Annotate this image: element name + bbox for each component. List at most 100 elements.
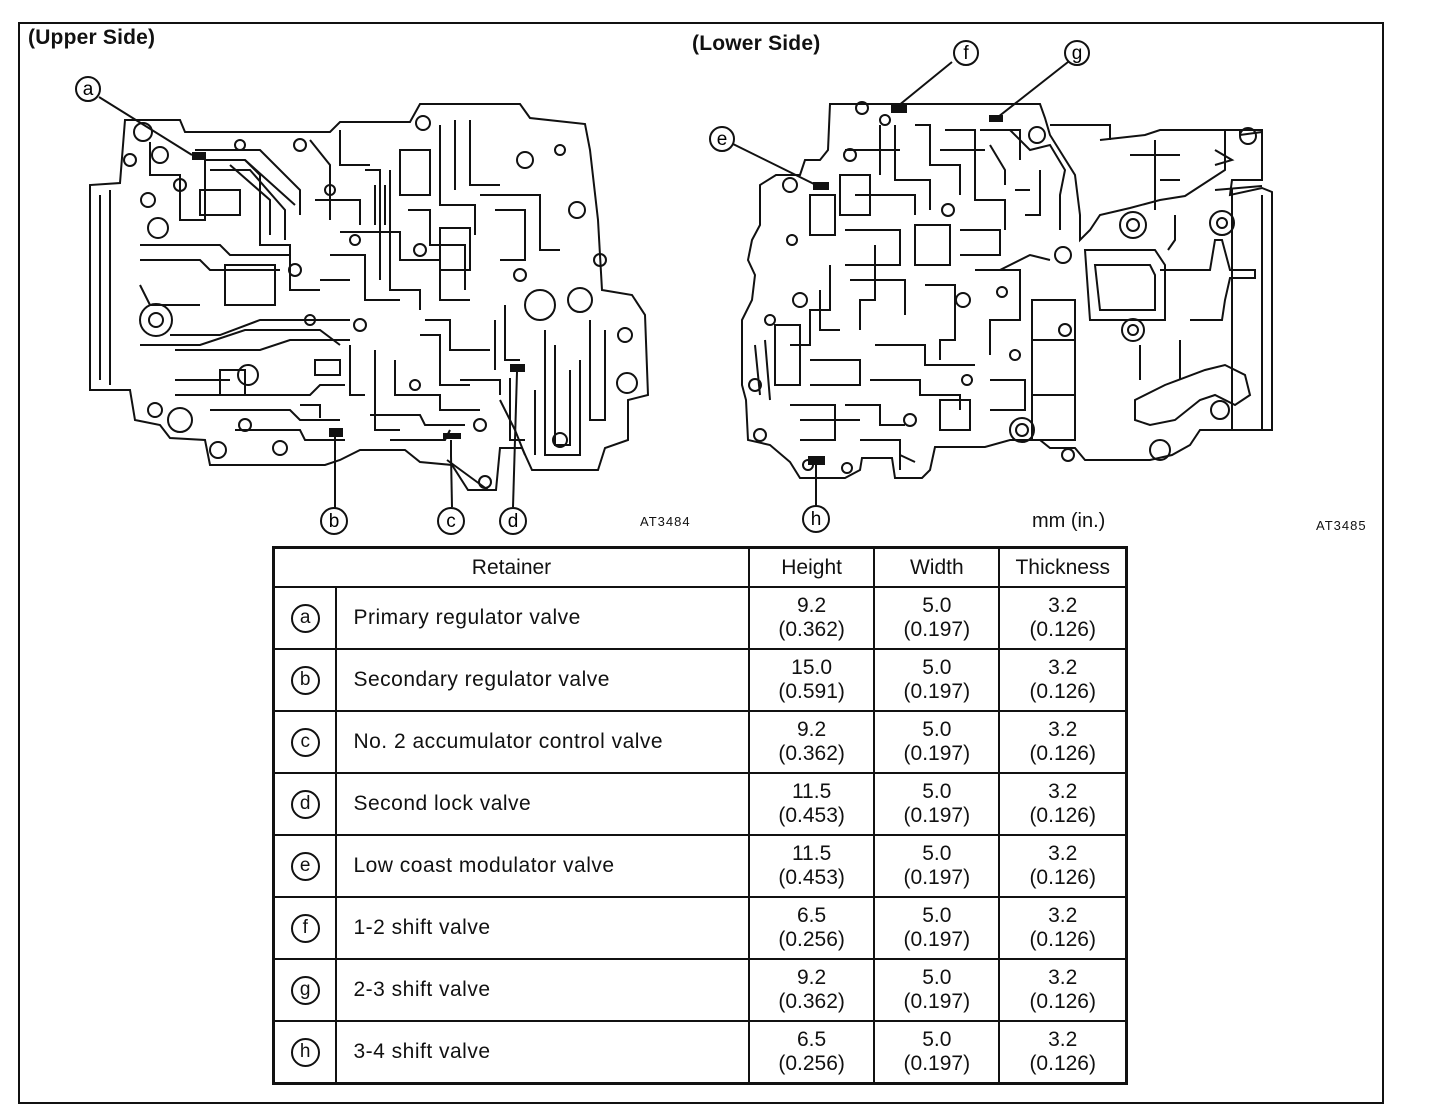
width-cell: 5.0(0.197) [873, 648, 1001, 712]
retainer-letter-cell: e [272, 834, 338, 898]
thickness-mm-value: 3.2 [1048, 842, 1078, 865]
retainer-letter-badge: e [290, 851, 320, 881]
height-mm-value: 15.0 [791, 656, 833, 679]
svg-text:a: a [83, 79, 94, 100]
thickness-in-value: (0.126) [1029, 990, 1096, 1013]
height-in-value: (0.256) [778, 1052, 845, 1075]
retainer-letter-badge: h [290, 1037, 320, 1067]
height-cell: 9.2(0.362) [747, 710, 876, 774]
retainer-name: Second lock valve [335, 772, 750, 836]
width-cell: 5.0(0.197) [873, 896, 1001, 960]
retainer-name: Secondary regulator valve [335, 648, 750, 712]
thickness-mm-value: 3.2 [1048, 1028, 1078, 1051]
thickness-mm-value: 3.2 [1048, 718, 1078, 741]
header-height: Height [747, 546, 876, 588]
svg-text:b: b [329, 511, 340, 532]
thickness-cell: 3.2(0.126) [998, 772, 1128, 836]
retainer-letter-cell: b [272, 648, 338, 712]
height-in-value: (0.362) [778, 742, 845, 765]
height-in-value: (0.362) [778, 618, 845, 641]
height-cell: 6.5(0.256) [747, 1020, 876, 1085]
svg-text:f: f [963, 43, 969, 64]
width-mm-value: 5.0 [922, 1028, 952, 1051]
height-mm-value: 9.2 [797, 718, 827, 741]
width-mm-value: 5.0 [922, 966, 952, 989]
width-in-value: (0.197) [903, 618, 971, 641]
retainer-letter-badge: d [290, 789, 320, 819]
svg-text:c: c [446, 511, 456, 532]
height-mm-value: 11.5 [791, 842, 832, 865]
thickness-cell: 3.2(0.126) [998, 586, 1128, 650]
width-in-value: (0.197) [903, 866, 971, 889]
svg-text:d: d [508, 511, 519, 532]
thickness-mm-value: 3.2 [1048, 966, 1078, 989]
width-cell: 5.0(0.197) [873, 958, 1001, 1022]
thickness-mm-value: 3.2 [1048, 594, 1078, 617]
retainer-name: 3-4 shift valve [335, 1020, 750, 1085]
thickness-in-value: (0.126) [1029, 680, 1096, 703]
retainer-letter-cell: c [272, 710, 338, 774]
header-retainer: Retainer [272, 546, 750, 588]
thickness-cell: 3.2(0.126) [998, 648, 1128, 712]
height-mm-value: 9.2 [797, 966, 827, 989]
height-mm-value: 6.5 [797, 1028, 827, 1051]
svg-text:g: g [1072, 43, 1083, 64]
lower-side-label: (Lower Side) [692, 32, 821, 55]
header-thickness: Thickness [998, 546, 1128, 588]
retainer-letter-cell: f [272, 896, 338, 960]
callout-a: a [75, 76, 101, 102]
callout-b: b [320, 507, 348, 535]
valve-body-illustration: a b c d e f g h [75, 40, 1273, 535]
thickness-in-value: (0.126) [1029, 804, 1096, 827]
width-cell: 5.0(0.197) [873, 834, 1001, 898]
retainer-letter-cell: a [272, 586, 338, 650]
callout-c: c [437, 507, 465, 535]
thickness-mm-value: 3.2 [1048, 780, 1078, 803]
width-mm-value: 5.0 [922, 842, 952, 865]
width-in-value: (0.197) [903, 804, 971, 827]
retainer-letter-cell: d [272, 772, 338, 836]
retainer-name: No. 2 accumulator control valve [335, 710, 750, 774]
width-mm-value: 5.0 [922, 594, 952, 617]
width-mm-value: 5.0 [922, 904, 952, 927]
retainer-name: 1-2 shift valve [335, 896, 750, 960]
width-mm-value: 5.0 [922, 656, 952, 679]
upper-side-label: (Upper Side) [28, 26, 156, 49]
width-mm-value: 5.0 [922, 780, 952, 803]
height-cell: 9.2(0.362) [747, 958, 876, 1022]
thickness-in-value: (0.126) [1029, 1052, 1096, 1075]
height-in-value: (0.591) [778, 680, 845, 703]
header-width: Width [873, 546, 1001, 588]
width-in-value: (0.197) [903, 742, 971, 765]
width-in-value: (0.197) [903, 1052, 971, 1075]
thickness-in-value: (0.126) [1029, 618, 1096, 641]
height-cell: 15.0(0.591) [747, 648, 876, 712]
upper-valve-body [89, 103, 650, 491]
height-mm-value: 11.5 [791, 780, 832, 803]
thickness-cell: 3.2(0.126) [998, 896, 1128, 960]
retainer-name: 2-3 shift valve [335, 958, 750, 1022]
callout-d: d [499, 507, 527, 535]
retainer-letter-cell: h [272, 1020, 338, 1085]
callout-h: h [802, 505, 830, 533]
width-cell: 5.0(0.197) [873, 1020, 1001, 1085]
retainer-letter-badge: b [290, 665, 320, 695]
width-mm-value: 5.0 [922, 718, 952, 741]
width-in-value: (0.197) [903, 680, 971, 703]
height-in-value: (0.362) [778, 990, 845, 1013]
unit-label: mm (in.) [1032, 510, 1106, 532]
retainer-letter-cell: g [272, 958, 338, 1022]
thickness-in-value: (0.126) [1029, 928, 1096, 951]
width-in-value: (0.197) [903, 928, 971, 951]
width-cell: 5.0(0.197) [873, 772, 1001, 836]
height-cell: 9.2(0.362) [747, 586, 876, 650]
height-in-value: (0.256) [778, 928, 845, 951]
width-in-value: (0.197) [903, 990, 971, 1013]
thickness-cell: 3.2(0.126) [998, 834, 1128, 898]
upper-figure-code: AT3484 [640, 514, 691, 529]
